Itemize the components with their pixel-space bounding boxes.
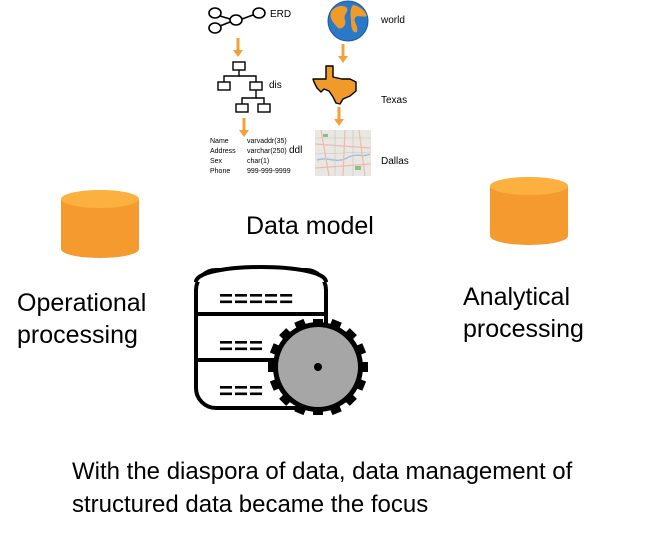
analytical-processing-label: Analytical processing [463,283,584,343]
gear-icon [268,319,368,415]
arrow-down-icon [239,118,249,137]
caption: With the diaspora of data, data manageme… [72,458,573,518]
arrow-down-icon [338,44,348,63]
texas-label: Texas [381,95,408,106]
arrow-down-icon [233,38,243,57]
database-row-marks: === [219,333,265,360]
ddl-label: ddl [289,145,303,156]
globe-icon [327,0,369,42]
erd-label: ERD [270,9,292,20]
data-model-label: Data model [246,212,374,240]
cylinder-icon [61,190,139,258]
operational-processing-label: Operational processing [17,289,147,349]
dallas-map-icon [315,130,371,176]
hierarchy-icon [217,61,271,113]
cylinder-icon [490,177,568,245]
database-row-marks: === [219,378,265,405]
arrow-down-icon [334,107,344,126]
dis-label: dis [269,80,282,91]
texas-icon [312,65,357,105]
world-label: world [381,15,405,26]
erd-icon [208,7,266,34]
dallas-label: Dallas [381,156,409,167]
database-row-marks: ===== [219,286,295,313]
